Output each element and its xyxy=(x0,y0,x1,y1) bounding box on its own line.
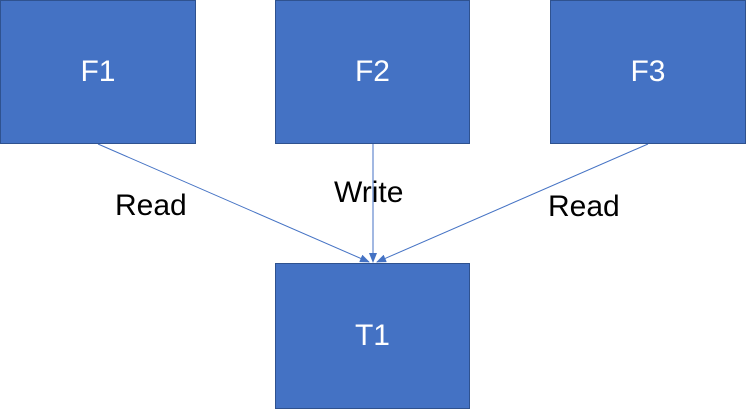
node-f1: F1 xyxy=(0,0,196,144)
node-f3: F3 xyxy=(550,0,746,144)
node-f3-label: F3 xyxy=(630,55,666,88)
edge-f3-t1 xyxy=(376,143,649,263)
node-f1-label: F1 xyxy=(80,55,116,88)
node-t1-label: T1 xyxy=(354,319,390,352)
edge-label-f1-read: Read xyxy=(115,189,187,222)
node-f2-label: F2 xyxy=(354,55,390,88)
edge-label-f3-read: Read xyxy=(548,190,620,223)
node-f2: F2 xyxy=(275,0,470,144)
edge-f1-t1 xyxy=(97,143,370,263)
node-t1: T1 xyxy=(275,263,470,409)
edge-label-f2-write: Write xyxy=(334,176,404,209)
